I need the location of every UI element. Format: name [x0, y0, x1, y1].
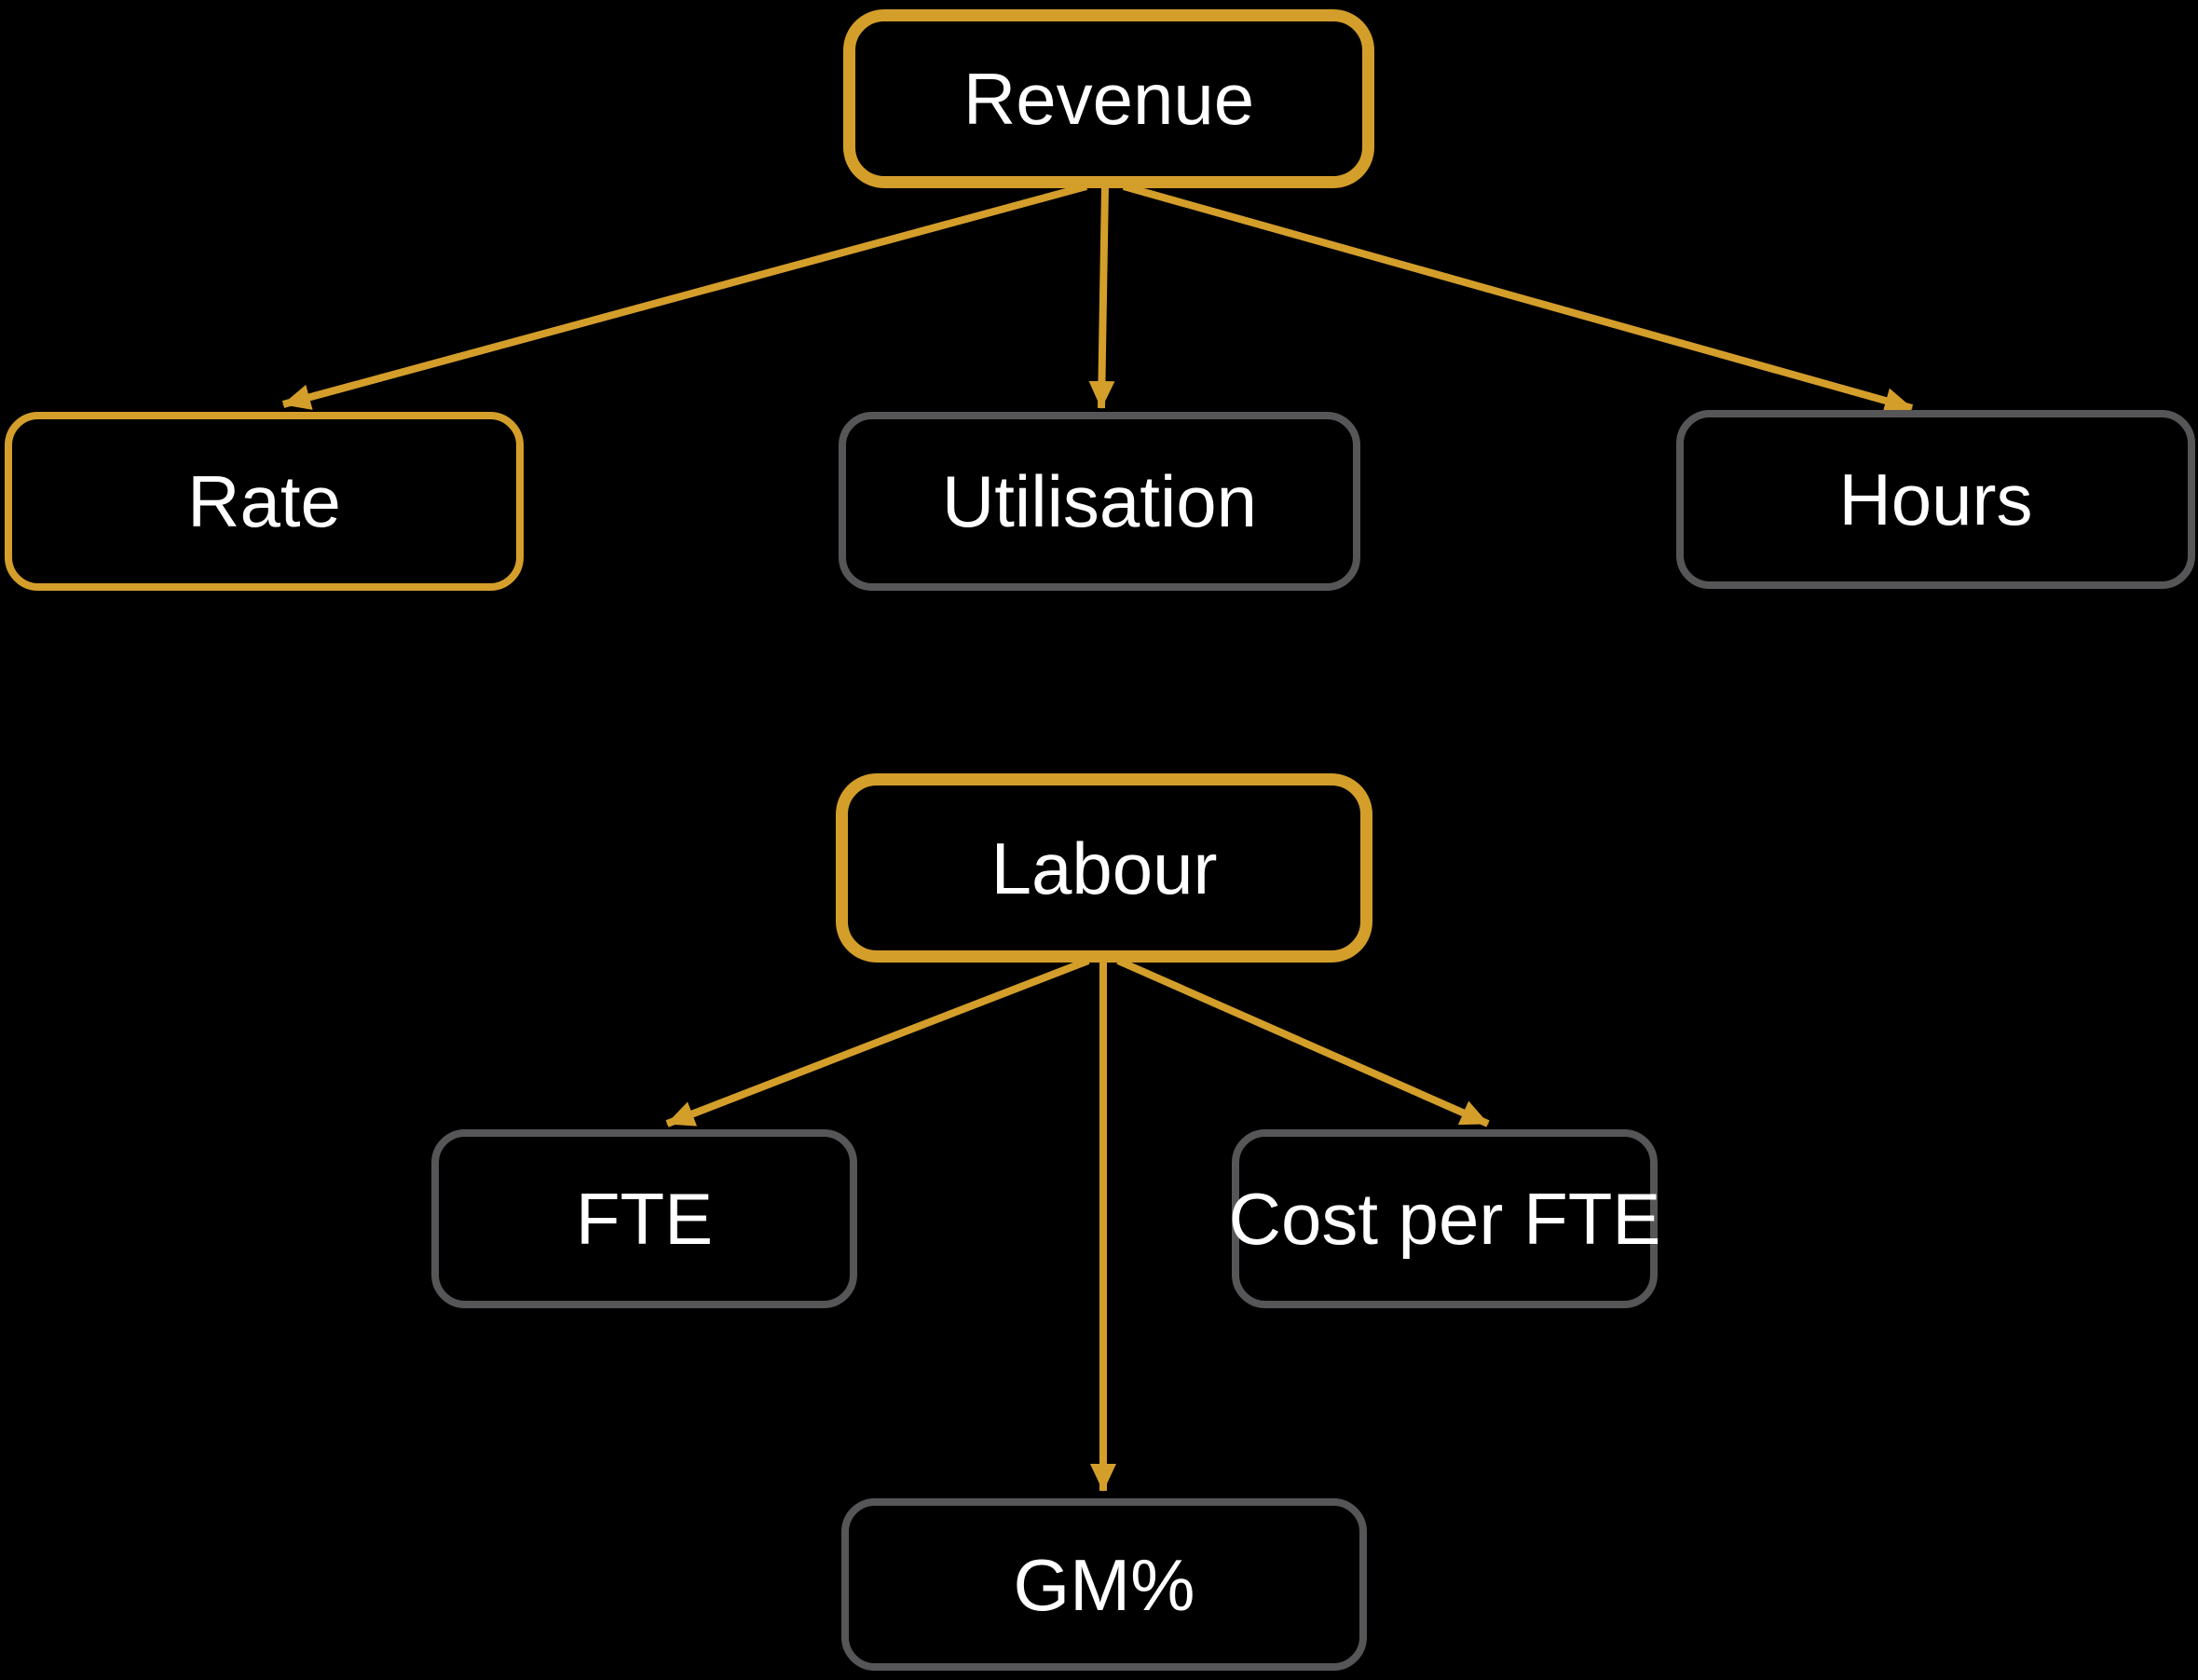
node-cost-per-fte: Cost per FTE	[1228, 1129, 1661, 1308]
edge-revenue-rate	[281, 183, 1088, 410]
node-rate: Rate	[5, 412, 524, 591]
node-hours-label: Hours	[1838, 458, 2033, 540]
node-revenue: Revenue	[843, 9, 1374, 188]
node-fte-label: FTE	[575, 1178, 714, 1260]
node-labour: Labour	[836, 773, 1372, 963]
node-rate-label: Rate	[187, 460, 341, 542]
node-utilisation: Utilisation	[839, 412, 1360, 591]
node-revenue-label: Revenue	[962, 58, 1255, 140]
node-gm-percent: GM%	[841, 1498, 1367, 1671]
edge-revenue-hours	[1122, 183, 1914, 414]
node-cost-per-fte-label: Cost per FTE	[1228, 1178, 1661, 1260]
node-fte: FTE	[431, 1129, 857, 1308]
node-hours: Hours	[1676, 410, 2195, 589]
node-utilisation-label: Utilisation	[941, 460, 1258, 542]
node-gm-percent-label: GM%	[1013, 1543, 1195, 1626]
edge-revenue-utilisation	[1088, 185, 1115, 409]
edge-labour-cost-per-fte	[1116, 957, 1490, 1127]
edge-labour-fte	[665, 957, 1090, 1127]
node-labour-label: Labour	[990, 826, 1218, 909]
